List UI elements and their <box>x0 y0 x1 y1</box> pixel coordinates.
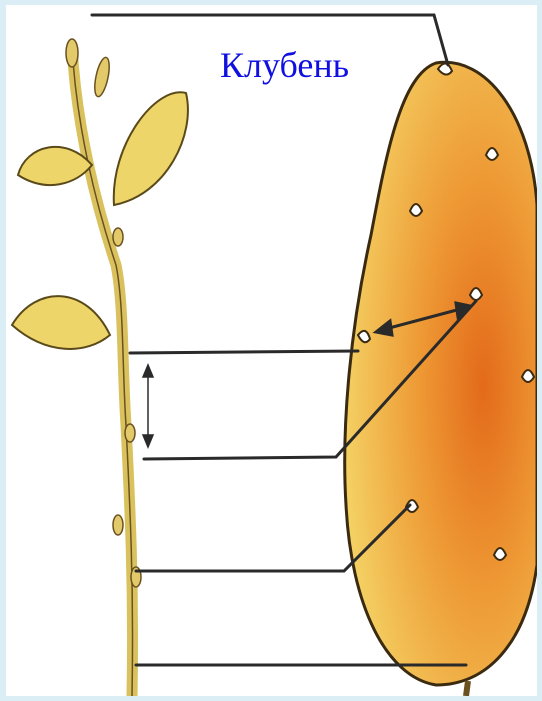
leader-line-node-1 <box>130 351 358 353</box>
potato-stem-tuber-diagram <box>6 5 537 696</box>
stem-node <box>113 515 123 535</box>
leaf-top-right <box>114 92 188 205</box>
tuber-stolon <box>466 681 468 696</box>
tuber <box>345 62 537 685</box>
tuber-eye <box>494 548 506 560</box>
stem-node <box>113 228 123 246</box>
diagram-title: Клубень <box>220 47 349 83</box>
stem-upper-bud <box>92 56 112 98</box>
tuber-eye <box>486 148 498 160</box>
stem-node <box>125 424 135 442</box>
internode-arrow <box>143 365 153 447</box>
tuber-eye <box>522 370 534 382</box>
stem-tip-bud <box>66 39 78 67</box>
tuber-eye <box>410 204 422 216</box>
tuber-eye <box>470 288 482 300</box>
diagram-frame: Клубень <box>6 5 537 696</box>
leaf-lower-left <box>12 296 110 349</box>
